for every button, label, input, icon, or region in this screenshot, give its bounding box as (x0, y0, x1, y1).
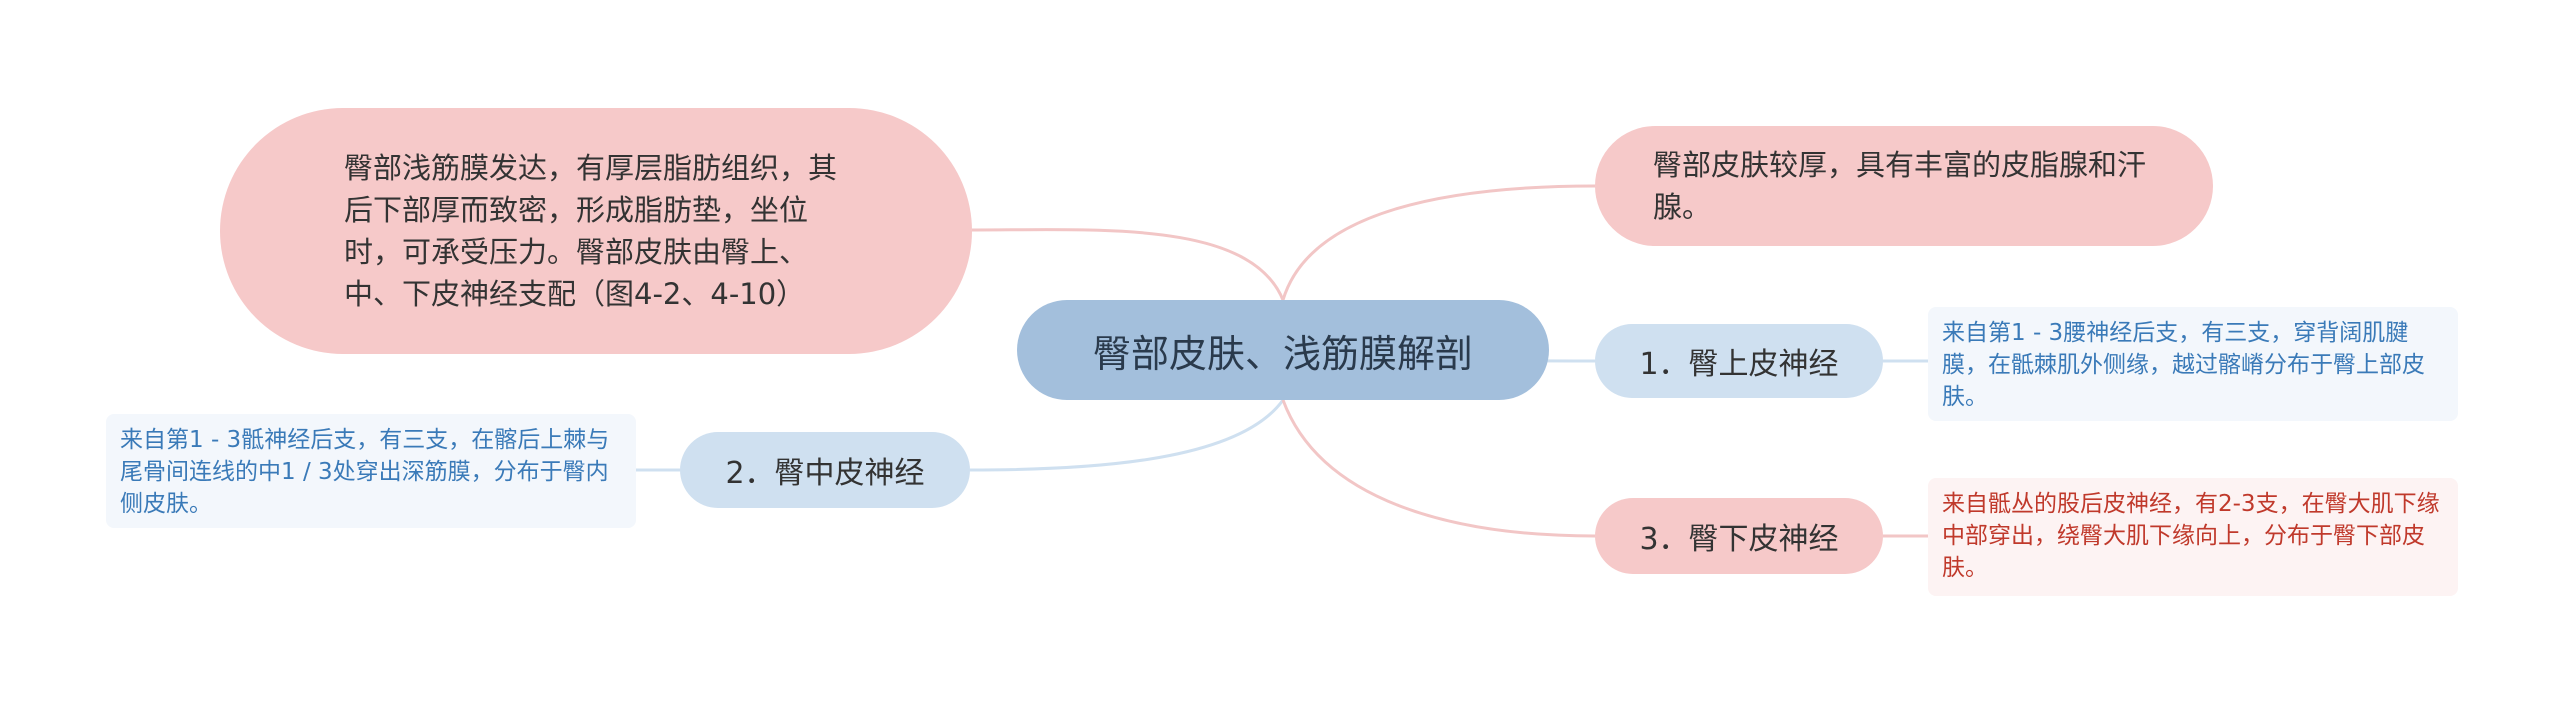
top-left-note-text: 臀部浅筋膜发达，有厚层脂肪组织，其后下部厚而致密，形成脂肪垫，坐位时，可承受压力… (344, 151, 838, 311)
top-right-note-text: 臀部皮肤较厚，具有丰富的皮脂腺和汗腺。 (1653, 148, 2147, 224)
leaf-text: 来自第1 - 3腰神经后支，有三支，穿背阔肌腱膜，在骶棘肌外侧缘，越过髂嵴分布于… (1942, 320, 2425, 410)
leaf-middle-cluneal-detail: 来自第1 - 3骶神经后支，有三支，在髂后上棘与尾骨间连线的中1 / 3处穿出深… (106, 414, 636, 528)
top-left-note: 臀部浅筋膜发达，有厚层脂肪组织，其后下部厚而致密，形成脂肪垫，坐位时，可承受压力… (220, 108, 972, 354)
branch-label: 2．臀中皮神经 (725, 456, 925, 491)
link-center-n2 (969, 399, 1285, 472)
leaf-inferior-cluneal-detail: 来自骶丛的股后皮神经，有2-3支，在臀大肌下缘中部穿出，绕臀大肌下缘向上，分布于… (1928, 478, 2458, 596)
center-topic[interactable]: 臀部皮肤、浅筋膜解剖 (1017, 300, 1549, 400)
link-center-n3 (1281, 399, 1596, 538)
link-center-topright (1281, 184, 1596, 301)
link-center-topleft (971, 228, 1285, 301)
leaf-text: 来自骶丛的股后皮神经，有2-3支，在臀大肌下缘中部穿出，绕臀大肌下缘向上，分布于… (1942, 491, 2440, 581)
branch-superior-cluneal-nerve[interactable]: 1．臀上皮神经 (1595, 324, 1883, 398)
branch-middle-cluneal-nerve[interactable]: 2．臀中皮神经 (680, 432, 970, 508)
branch-inferior-cluneal-nerve[interactable]: 3．臀下皮神经 (1595, 498, 1883, 574)
leaf-text: 来自第1 - 3骶神经后支，有三支，在髂后上棘与尾骨间连线的中1 / 3处穿出深… (120, 427, 610, 517)
top-right-note: 臀部皮肤较厚，具有丰富的皮脂腺和汗腺。 (1595, 126, 2213, 246)
center-topic-label: 臀部皮肤、浅筋膜解剖 (1092, 331, 1473, 376)
branch-label: 1．臀上皮神经 (1639, 347, 1839, 382)
branch-label: 3．臀下皮神经 (1639, 522, 1839, 557)
leaf-superior-cluneal-detail: 来自第1 - 3腰神经后支，有三支，穿背阔肌腱膜，在骶棘肌外侧缘，越过髂嵴分布于… (1928, 307, 2458, 421)
